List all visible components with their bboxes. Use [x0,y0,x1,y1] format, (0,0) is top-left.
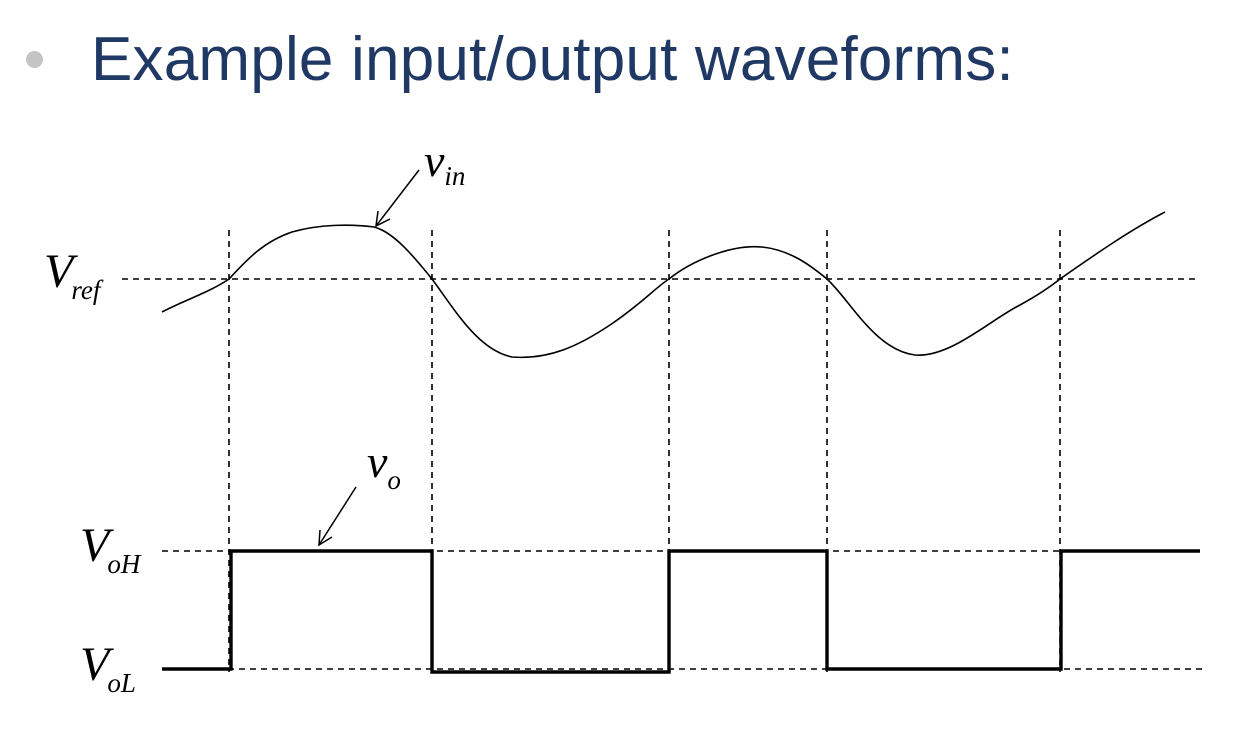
voh-label: VoH [80,519,142,579]
crossing-guides [228,230,1061,672]
vin-label: vin [424,135,465,191]
slide-header: Example input/output waveforms: [26,14,1014,104]
vo-arrow [318,486,357,547]
vin-arrow [375,169,420,228]
slide-title: Example input/output waveforms: [91,24,1014,94]
vol-label: VoL [80,638,136,698]
input-waveform [161,211,1166,359]
vref-label: Vref [44,245,104,305]
output-waveform [162,549,1200,674]
bullet-dot-icon [26,50,43,68]
vo-label: vo [367,436,401,495]
